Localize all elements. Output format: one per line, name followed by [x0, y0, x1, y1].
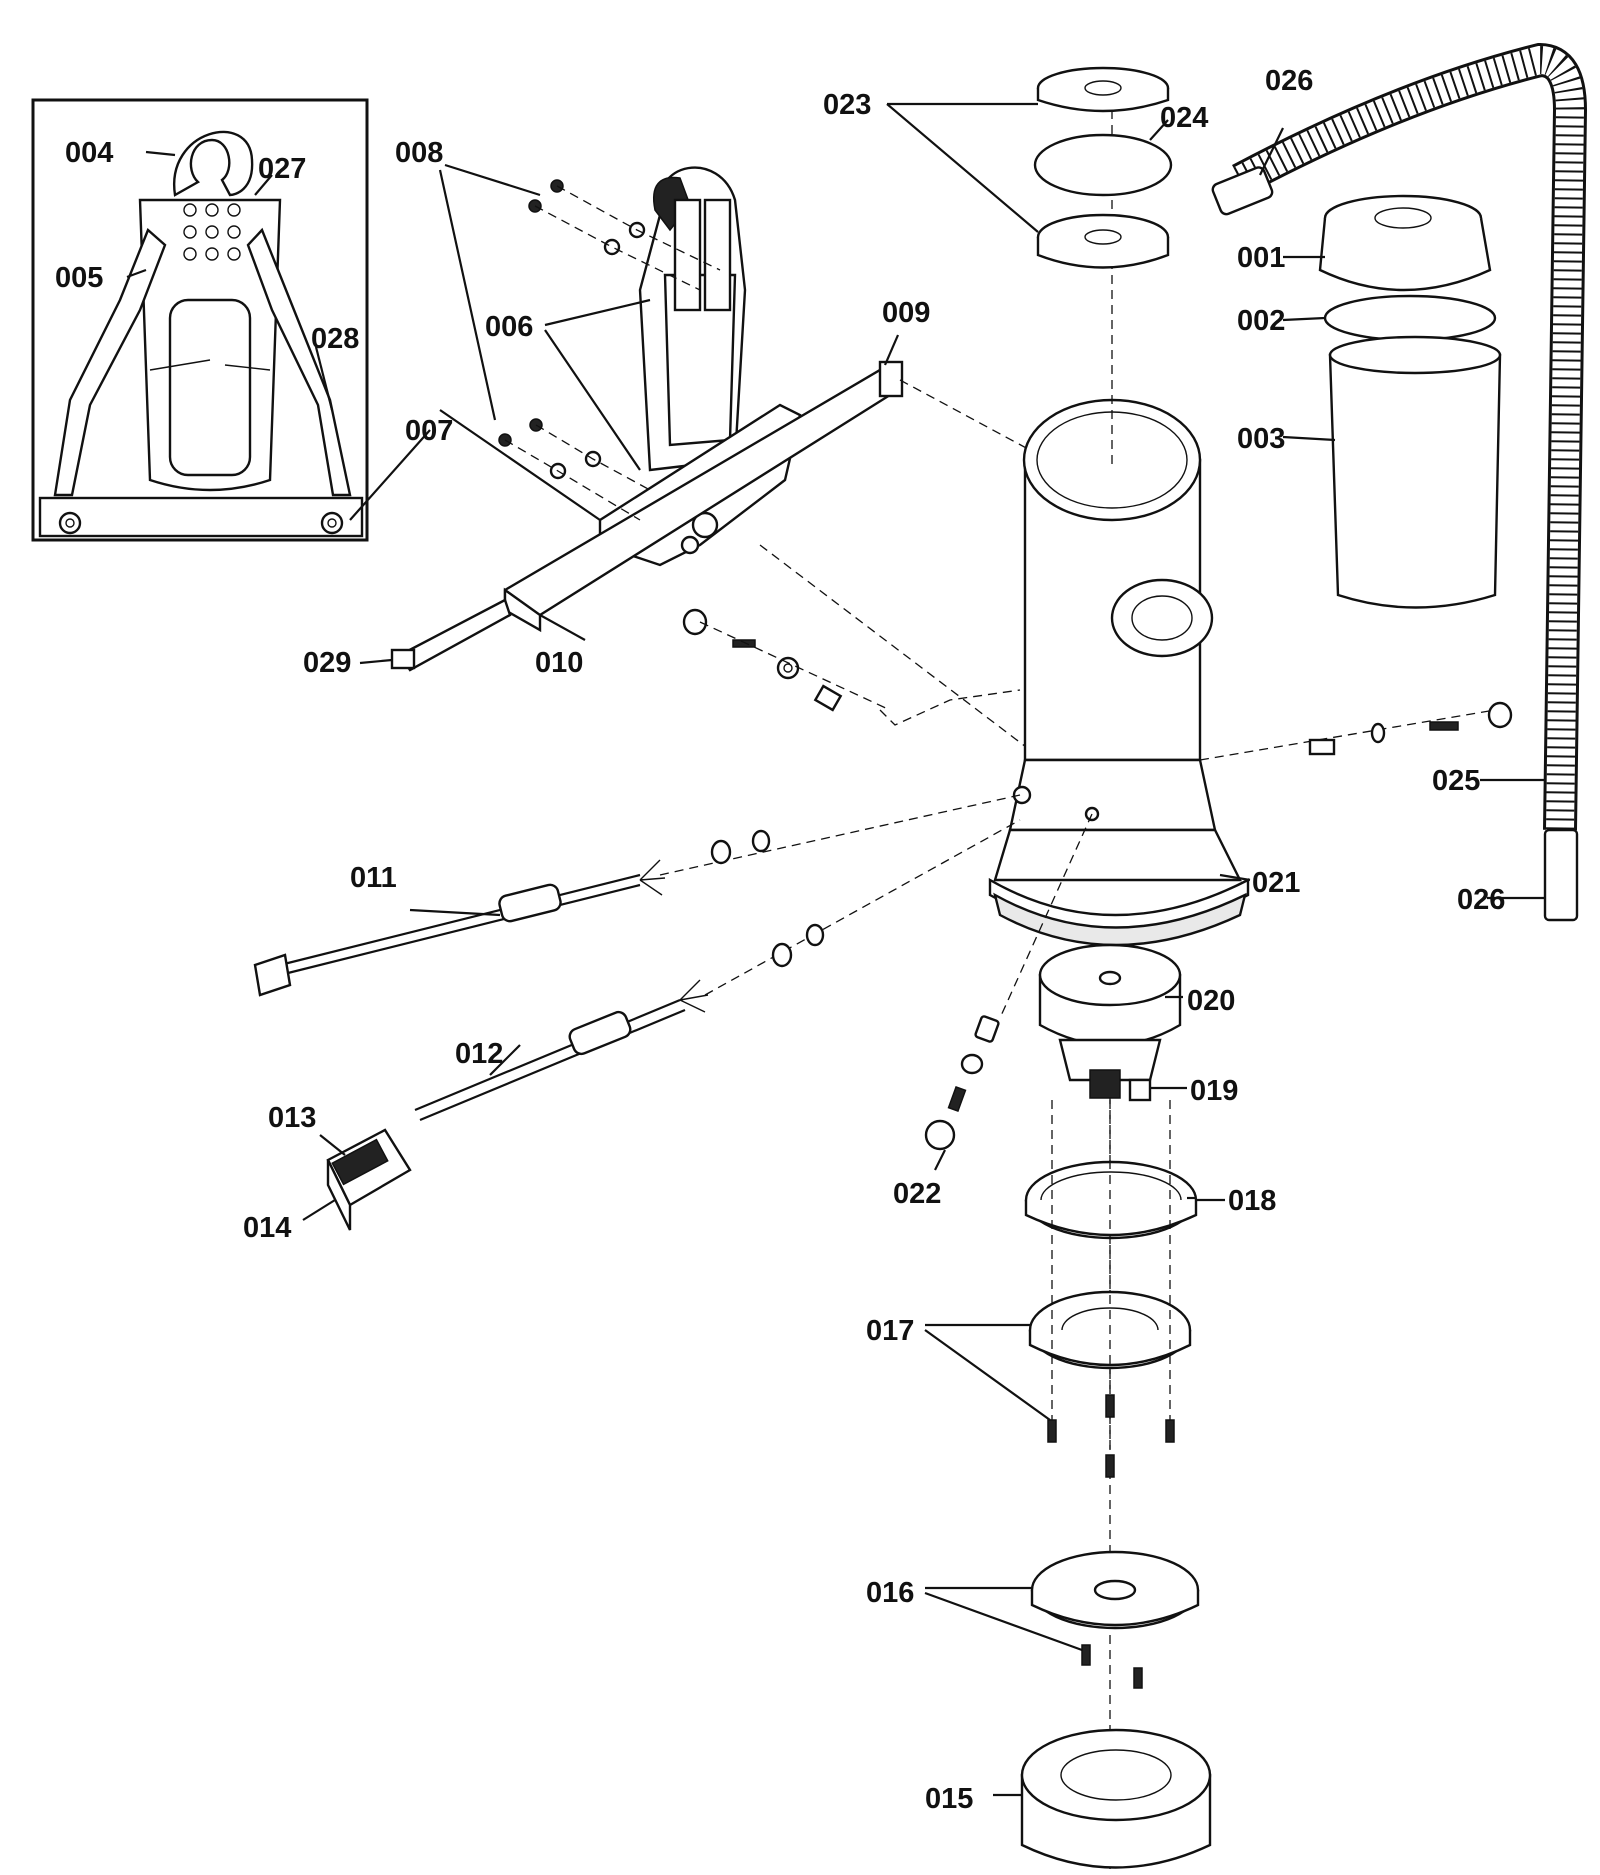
- label-006: 006: [485, 311, 533, 343]
- label-021: 021: [1252, 867, 1300, 899]
- label-025: 025: [1432, 765, 1480, 797]
- leader-lines: [126, 102, 1545, 1797]
- pad-holes: [183, 203, 241, 261]
- hardware-022: [924, 813, 1093, 1151]
- label-004: 004: [65, 137, 113, 169]
- vacuum-body: [988, 398, 1250, 947]
- label-017: 017: [866, 1315, 914, 1347]
- label-024: 024: [1160, 102, 1208, 134]
- label-014: 014: [243, 1212, 291, 1244]
- label-020: 020: [1187, 985, 1235, 1017]
- label-010: 010: [535, 647, 583, 679]
- side-hardware-025: [1199, 701, 1513, 761]
- label-016: 016: [866, 1577, 914, 1609]
- label-007: 007: [405, 415, 453, 447]
- label-018: 018: [1228, 1185, 1276, 1217]
- power-cord-011: [253, 794, 1021, 997]
- label-011: 011: [350, 862, 397, 894]
- label-023: 023: [823, 89, 871, 121]
- base-ring-015: [1020, 1728, 1212, 1869]
- label-027: 027: [258, 153, 306, 185]
- backpack-frame: [390, 166, 904, 672]
- harness-inset: [31, 98, 369, 542]
- grille-016: [1030, 1550, 1200, 1689]
- label-022: 022: [893, 1178, 941, 1210]
- label-026-bottom: 026: [1457, 884, 1505, 916]
- hub-hardware: [682, 379, 1031, 751]
- label-026-top: 026: [1265, 65, 1313, 97]
- label-008: 008: [395, 137, 443, 169]
- label-013: 013: [268, 1102, 316, 1134]
- gasket-018: [1024, 1160, 1198, 1240]
- part-labels: 004 027 005 028 008 006 009 007 029 010 …: [55, 65, 1505, 1815]
- label-029: 029: [303, 647, 351, 679]
- screws-008: [498, 179, 721, 521]
- power-cord-012: [414, 819, 1021, 1122]
- cord-connector-box: [326, 1128, 412, 1231]
- hose: [1211, 42, 1588, 922]
- label-019: 019: [1190, 1075, 1238, 1107]
- lid-and-filter: [1318, 194, 1502, 609]
- label-009: 009: [882, 297, 930, 329]
- plate-017: [1028, 1100, 1192, 1478]
- label-005: 005: [55, 262, 103, 294]
- top-filters: [1033, 66, 1173, 269]
- label-028: 028: [311, 323, 359, 355]
- label-001: 001: [1237, 242, 1285, 274]
- label-003: 003: [1237, 423, 1285, 455]
- label-002: 002: [1237, 305, 1285, 337]
- label-015: 015: [925, 1783, 973, 1815]
- motor-020: [1038, 943, 1182, 1102]
- label-012: 012: [455, 1038, 503, 1070]
